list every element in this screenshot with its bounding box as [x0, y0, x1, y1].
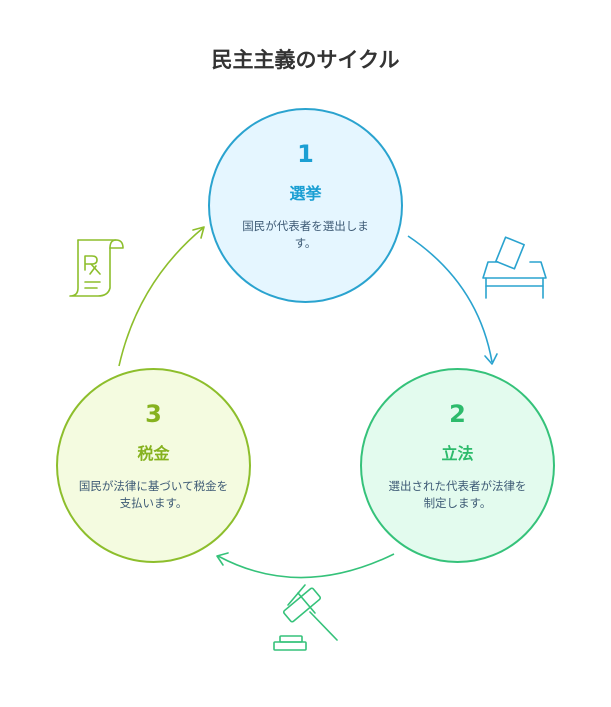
arrow-election-to-legislation: [407, 235, 493, 363]
ballot-box-icon: [482, 236, 547, 299]
arrowhead-election-to-legislation: [484, 353, 498, 365]
node-election-number: 1: [297, 140, 314, 168]
arrowhead-tax-to-election: [192, 226, 205, 239]
arrow-legislation-to-tax: [217, 553, 395, 579]
arrowhead-legislation-to-tax: [216, 552, 229, 566]
gavel-icon: [273, 584, 338, 651]
node-election-description: 国民が代表者を選出します。: [242, 219, 369, 250]
node-tax-heading: 税金: [137, 444, 170, 463]
diagram-title: 民主主義のサイクル: [211, 48, 400, 72]
node-election: 1 選挙 国民が代表者を選出します。: [208, 108, 403, 303]
node-tax-number: 3: [145, 400, 162, 428]
node-legislation-description: 選出された代表者が法律を制定します。: [388, 479, 527, 510]
node-legislation-number: 2: [449, 400, 466, 428]
node-legislation-heading: 立法: [441, 444, 474, 463]
arrow-tax-to-election: [118, 227, 204, 367]
node-legislation: 2 立法 選出された代表者が法律を制定します。: [360, 368, 555, 563]
node-tax: 3 税金 国民が法律に基づいて税金を支払います。: [56, 368, 251, 563]
node-election-heading: 選挙: [289, 184, 322, 203]
node-tax-description: 国民が法律に基づいて税金を支払います。: [78, 479, 229, 510]
prescription-receipt-icon: [69, 239, 124, 297]
